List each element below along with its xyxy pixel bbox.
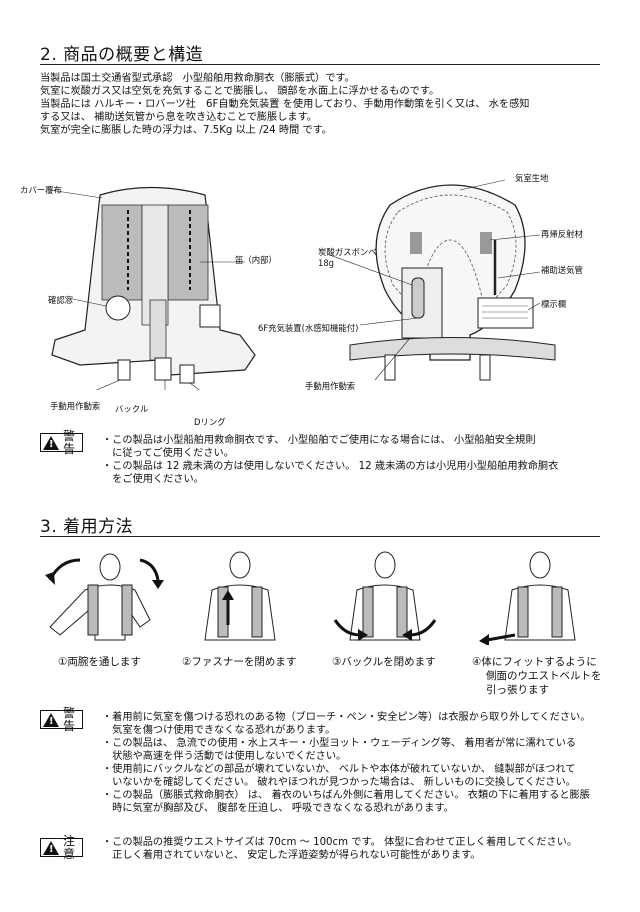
- step4-line: ④体にフィットするように: [472, 656, 597, 668]
- warning1-line: に従ってご使用ください。: [102, 448, 234, 459]
- label-whistle: 笛（内部）: [235, 255, 277, 265]
- step4-caption: ④体にフィットするように 側面のウエストベルトを 引っ張ります: [472, 655, 602, 697]
- section2-intro: 当製品は国土交通省型式承認 小型船舶用救命胴衣（膨脹式）です。 気室に炭酸ガス又…: [40, 72, 610, 137]
- warning1-text: ・この製品は小型船舶用救命胴衣です、 小型船舶でご使用になる場合には、 小型船舶…: [102, 434, 602, 486]
- warning-triangle-icon: [43, 435, 59, 451]
- label-buckle: バックル: [115, 404, 149, 414]
- step4-illustration: [479, 551, 576, 645]
- step4-line: 引っ張ります: [486, 684, 549, 696]
- section2-rule: [40, 64, 600, 65]
- intro-line: する又は、 補助送気管から息を吹き込むことで膨脹します。: [40, 112, 317, 123]
- label-bladder: 気室生地: [515, 173, 549, 183]
- warning2-line: 気室を傷つけ使用できなくなる恐れがあります。: [102, 725, 336, 736]
- label-co2: 炭酸ガスボンベ: [318, 247, 377, 257]
- label-oral: 補助送気管: [541, 265, 583, 275]
- caution-badge-label: 注 意: [63, 833, 79, 861]
- caution-line: 正しく着用されていないと、 安定した浮遊姿勢が得られない可能性があります。: [102, 850, 481, 861]
- warning2-badge-label: 警 告: [63, 705, 79, 733]
- section2-title: 2. 商品の概要と構造: [40, 45, 204, 65]
- warning-triangle-icon: [43, 712, 59, 728]
- warning2-line: ・使用前にバックルなどの部品が壊れていないか、 ベルトや本体が破れていないか、 …: [102, 764, 576, 775]
- label-co2-size: 18g: [318, 258, 334, 268]
- label-pull-left: 手動用作動索: [50, 401, 101, 411]
- label-reflector: 再帰反射材: [541, 229, 583, 239]
- warning1-line: ・この製品は 12 歳未満の方は使用しないでください。 12 歳未満の方は小児用…: [102, 461, 559, 472]
- label-marking: 標示欄: [541, 299, 567, 309]
- warning2-line: 時に気室が胸部及び、 腹部を圧迫し、 呼吸できなくなる恐れがあります。: [102, 803, 454, 814]
- caution-text: ・この製品の推奨ウエストサイズは 70cm ～ 100cm です。 体型に合わせ…: [102, 836, 602, 862]
- step3-caption: ③バックルを閉めます: [332, 656, 436, 668]
- label-window: 確認窓: [48, 295, 74, 305]
- warning2-line: ・この製品（膨脹式救命胴衣） は、 着衣のいちばん外側に着用してください。 衣類…: [102, 790, 590, 801]
- warning2-line: 状態や高速を伴う活動では使用しないでください。: [102, 751, 347, 762]
- intro-line: 当製品には ハルキー・ロバーツ社 6F自動充気装置 を使用しており、手動用作動策…: [40, 99, 530, 110]
- warning1-badge-label: 警 告: [63, 428, 79, 456]
- label-inflator: 6F充気装置(水感知機能付): [258, 323, 359, 333]
- caution-triangle-icon: [43, 840, 59, 856]
- warning2-text: ・着用前に気室を傷つける恐れのある物（ブローチ・ペン・安全ピン等）は衣服から取り…: [102, 711, 602, 815]
- step1-illustration: [45, 553, 164, 641]
- label-pull-right: 手動用作動索: [305, 381, 356, 391]
- step2-illustration: [204, 551, 276, 641]
- intro-line: 当製品は国土交通省型式承認 小型船舶用救命胴衣（膨脹式）です。: [40, 73, 355, 84]
- warning1-badge: 警 告: [40, 429, 84, 455]
- section3-rule: [40, 536, 600, 537]
- step4-line: 側面のウエストベルトを: [486, 670, 602, 682]
- warning2-line: ・着用前に気室を傷つける恐れのある物（ブローチ・ペン・安全ピン等）は衣服から取り…: [102, 712, 591, 723]
- lifejacket-inflated-illustration: [330, 179, 556, 381]
- lifejacket-front-illustration: [49, 186, 256, 390]
- label-dring: Dリング: [194, 417, 226, 427]
- caution-badge: 注 意: [40, 834, 84, 860]
- section3-title: 3. 着用方法: [40, 517, 134, 537]
- warning1-line: ・この製品は小型船舶用救命胴衣です、 小型船舶でご使用になる場合には、 小型船舶…: [102, 435, 536, 446]
- step2-caption: ②ファスナーを閉めます: [182, 656, 297, 668]
- step1-caption: ①両腕を通します: [58, 656, 141, 668]
- warning2-badge: 警 告: [40, 706, 84, 732]
- warning1-line: をご使用ください。: [102, 474, 204, 485]
- caution-line: ・この製品の推奨ウエストサイズは 70cm ～ 100cm です。 体型に合わせ…: [102, 837, 578, 848]
- step3-illustration: [333, 551, 437, 641]
- warning2-line: いないかを確認してください。 破れやほつれが見つかった場合は、 新しいものに交換…: [102, 777, 576, 788]
- intro-line: 気室に炭酸ガス又は空気を充気することで膨脹し、 頭部を水面上に浮かせるものです。: [40, 86, 440, 97]
- label-cover: カバー覆布: [20, 185, 62, 195]
- intro-line: 気室が完全に膨脹した時の浮力は、7.5Kg 以上 /24 時間 です。: [40, 125, 332, 136]
- warning2-line: ・この製品は、 急流での使用・水上スキー・小型ヨット・ウェーディング等、 着用者…: [102, 738, 577, 749]
